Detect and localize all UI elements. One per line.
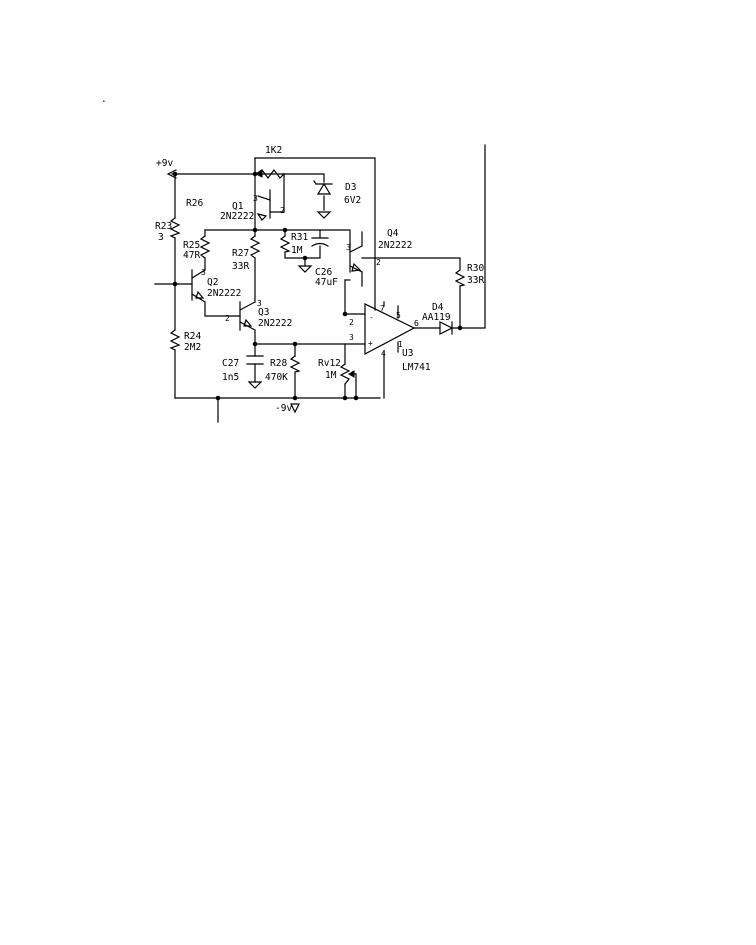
r27-ref-label: R27 bbox=[232, 248, 249, 259]
r25-ref-label: R25 bbox=[183, 240, 200, 251]
u3-pin2: 2 bbox=[349, 318, 354, 327]
positive-rail-label: +9v bbox=[156, 158, 173, 169]
r24-ref-label: R24 bbox=[184, 331, 201, 342]
r23-value-label: 3 bbox=[158, 232, 164, 243]
q2-emitter-arrow-icon bbox=[195, 290, 205, 299]
d3-ref-label: D3 bbox=[345, 182, 356, 193]
resistor-1k2-label: 1K2 bbox=[265, 145, 282, 156]
u3-pin1: 1 bbox=[398, 340, 403, 349]
q2-ref-label: Q2 bbox=[207, 277, 218, 288]
q1-pin-b: 3 bbox=[253, 194, 258, 203]
q4-ref-label: Q4 bbox=[387, 228, 399, 239]
u3-ref-label: U3 bbox=[402, 348, 413, 359]
u3-plus-sign: + bbox=[368, 339, 373, 348]
resistor-r28 bbox=[289, 355, 301, 373]
r26-label: R26 bbox=[186, 198, 203, 209]
d4-ref-label: D4 bbox=[432, 302, 444, 313]
arrow-icon bbox=[254, 170, 263, 178]
q1-ref-label: Q1 bbox=[232, 201, 244, 212]
u3-value-label: LM741 bbox=[402, 362, 431, 373]
potentiometer-rv12 bbox=[339, 363, 357, 385]
resistor-r25 bbox=[199, 235, 211, 259]
diode-d4 bbox=[439, 321, 454, 335]
stray-mark: . bbox=[101, 94, 107, 105]
resistor-r23 bbox=[169, 217, 181, 239]
q4-pin-b: 3 bbox=[346, 243, 351, 252]
zener-diode-d3 bbox=[313, 180, 333, 219]
c27-ref-label: C27 bbox=[222, 358, 239, 369]
c27-value-label: 1n5 bbox=[222, 372, 239, 383]
q3-value-label: 2N2222 bbox=[258, 318, 292, 329]
u3-pin6: 6 bbox=[414, 319, 419, 328]
r24-value-label: 2M2 bbox=[184, 342, 201, 353]
r28-value-label: 470K bbox=[265, 372, 288, 383]
c26-value-label: 47uF bbox=[315, 277, 338, 288]
u3-pin4: 4 bbox=[381, 349, 386, 358]
capacitor-c27 bbox=[246, 355, 264, 389]
r31-ref-label: R31 bbox=[291, 232, 308, 243]
q3-pin-c: 3 bbox=[257, 299, 262, 308]
q1-emitter-arrow-icon bbox=[256, 213, 268, 221]
d4-value-label: AA119 bbox=[422, 312, 451, 323]
q1-value-label: 2N2222 bbox=[220, 211, 254, 222]
resistor-r27 bbox=[249, 235, 261, 259]
u3-pin7: 7 bbox=[380, 304, 385, 313]
r28-ref-label: R28 bbox=[270, 358, 287, 369]
q4-value-label: 2N2222 bbox=[378, 240, 412, 251]
q1-pin-e: 2 bbox=[280, 206, 285, 215]
junction-dots bbox=[172, 171, 463, 401]
q2-pin: 3 bbox=[201, 268, 206, 277]
q4-pin-c: 2 bbox=[376, 258, 381, 267]
rv12-ref-label: Rv12 bbox=[318, 358, 341, 369]
resistor-r31 bbox=[279, 235, 291, 253]
d3-value-label: 6V2 bbox=[344, 195, 361, 206]
r30-ref-label: R30 bbox=[467, 263, 484, 274]
r27-value-label: 33R bbox=[232, 261, 249, 272]
q3-ref-label: Q3 bbox=[258, 307, 269, 318]
r31-value-label: 1M bbox=[291, 245, 303, 256]
r30-value-label: 33R bbox=[467, 275, 484, 286]
resistor-1k2 bbox=[255, 169, 285, 179]
q3-pin-b: 2 bbox=[225, 314, 230, 323]
rv12-value-label: 1M bbox=[325, 370, 337, 381]
q2-value-label: 2N2222 bbox=[207, 288, 241, 299]
negative-rail-label: -9v bbox=[275, 403, 292, 414]
u3-pin5: 5 bbox=[396, 311, 401, 320]
resistor-r24 bbox=[169, 329, 181, 351]
minus-9v-terminal-icon bbox=[290, 403, 300, 414]
q3-emitter-arrow-icon bbox=[243, 318, 253, 327]
capacitor-c26 bbox=[311, 237, 329, 247]
c26-ref-label: C26 bbox=[315, 267, 332, 278]
ground-icon bbox=[297, 265, 313, 273]
r23-ref-label: R23 bbox=[155, 221, 172, 232]
u3-pin3: 3 bbox=[349, 333, 354, 342]
opamp-u3 bbox=[364, 303, 416, 355]
u3-minus-sign: - bbox=[369, 313, 374, 322]
r25-value-label: 47R bbox=[183, 250, 200, 261]
resistor-r30 bbox=[454, 269, 466, 287]
q4-emitter-arrow-icon bbox=[351, 262, 362, 272]
